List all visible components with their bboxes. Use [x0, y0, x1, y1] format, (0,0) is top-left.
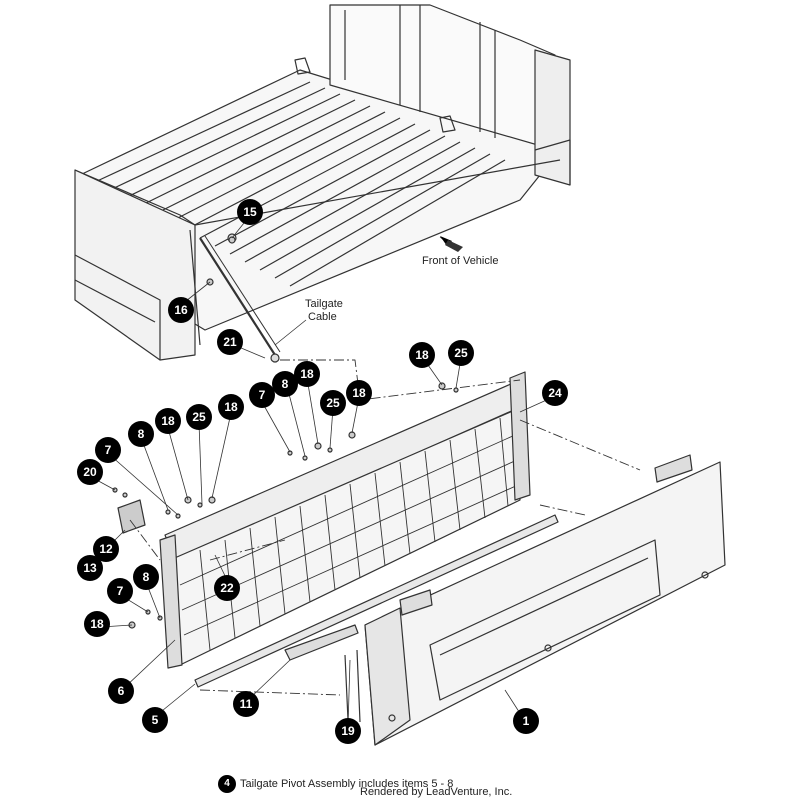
callout-21: 21	[217, 329, 243, 355]
callout-7: 7	[249, 382, 275, 408]
callout-13: 13	[77, 555, 103, 581]
callout-18: 18	[409, 342, 435, 368]
callout-5: 5	[142, 707, 168, 733]
callout-1: 1	[513, 708, 539, 734]
callout-18: 18	[155, 408, 181, 434]
tailgate-cable-label-line1: Tailgate	[305, 298, 343, 310]
callout-22: 22	[214, 575, 240, 601]
render-credit: Rendered by LeadVenture, Inc.	[360, 786, 513, 798]
callout-4: 4	[218, 775, 236, 793]
callout-18: 18	[346, 380, 372, 406]
callout-7: 7	[107, 578, 133, 604]
callout-8: 8	[128, 421, 154, 447]
callout-20: 20	[77, 459, 103, 485]
callout-7: 7	[95, 437, 121, 463]
callout-15: 15	[237, 199, 263, 225]
callout-8: 8	[133, 564, 159, 590]
callout-16: 16	[168, 297, 194, 323]
callout-25: 25	[448, 340, 474, 366]
tailgate-cable-label-line2: Cable	[308, 311, 337, 323]
callout-11: 11	[233, 691, 259, 717]
cargo-bed	[74, 4, 571, 361]
callout-19: 19	[335, 718, 361, 744]
callout-25: 25	[320, 390, 346, 416]
callout-25: 25	[186, 404, 212, 430]
front-arrow-icon	[440, 236, 463, 252]
assembly-note-text: Tailgate Pivot Assembly includes items 5…	[240, 778, 454, 790]
tailgate-outer-panel	[364, 454, 726, 746]
callout-18: 18	[294, 361, 320, 387]
assembly-note: 4 Tailgate Pivot Assembly includes items…	[218, 775, 453, 793]
callout-18: 18	[84, 611, 110, 637]
callout-6: 6	[108, 678, 134, 704]
front-of-vehicle-label: Front of Vehicle	[422, 255, 499, 267]
callout-24: 24	[542, 380, 568, 406]
tailgate-frame	[159, 371, 559, 688]
callout-18: 18	[218, 394, 244, 420]
callout-8: 8	[272, 371, 298, 397]
